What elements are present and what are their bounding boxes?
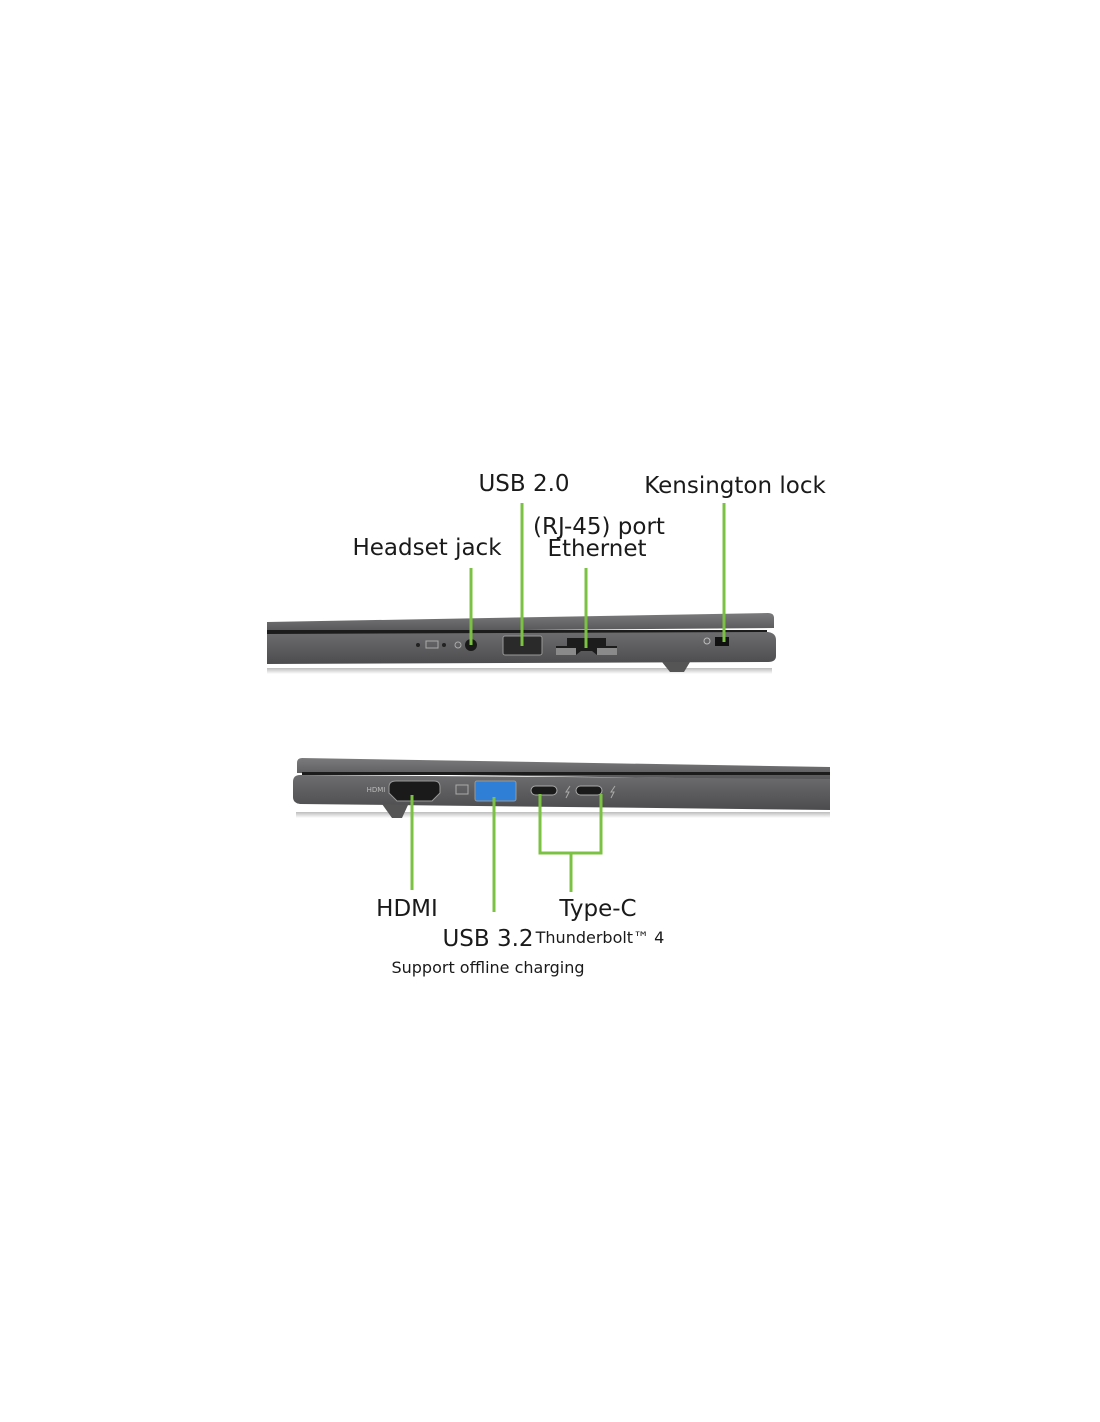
- label-hdmi: HDMI: [376, 896, 438, 922]
- typec-port-1: [530, 785, 558, 796]
- status-led-icons: [416, 640, 462, 649]
- label-ethernet: Ethernet: [547, 536, 646, 562]
- shadow: [267, 668, 772, 674]
- laptop-right-side: [267, 613, 776, 674]
- hdmi-port: [388, 780, 441, 802]
- hdmi-logo-text: HDMI: [367, 786, 386, 794]
- lock-icon: [703, 637, 711, 645]
- thunderbolt-icon: [565, 785, 571, 799]
- label-kensington: Kensington lock: [644, 473, 826, 499]
- hinge-gap: [302, 772, 830, 775]
- label-headset: Headset jack: [352, 535, 502, 561]
- kensington-slot: [715, 637, 729, 646]
- ethernet-flap-right: [597, 648, 617, 655]
- label-usb32: USB 3.2: [442, 926, 533, 952]
- label-rj45: (RJ-45) port: [533, 514, 665, 540]
- ethernet-flap-left: [556, 648, 576, 655]
- label-typec: Type-C: [558, 896, 636, 922]
- thunderbolt-icon: [610, 785, 616, 799]
- typec-port-2: [575, 785, 603, 796]
- foot: [662, 662, 690, 672]
- label-offline-charging: Support offline charging: [391, 958, 584, 977]
- foot: [382, 804, 408, 818]
- label-usb2: USB 2.0: [478, 471, 569, 497]
- laptop-left-side: HDMI: [293, 758, 830, 818]
- usb-ss-icon: [455, 784, 469, 795]
- label-thunderbolt: Thunderbolt™ 4: [535, 928, 665, 947]
- hinge-gap: [267, 630, 767, 634]
- callout-typec-bracket: [538, 794, 603, 892]
- shadow: [296, 812, 830, 818]
